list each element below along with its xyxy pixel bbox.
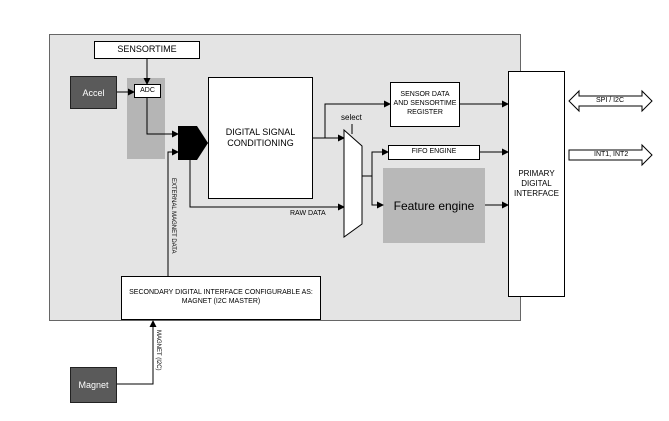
external-magnet-data-label: EXTERNAL MAGNET DATA [170, 178, 176, 254]
spi-i2c-label: SPI / I2C [596, 97, 625, 104]
int-label: INT1, INT2 [594, 151, 629, 158]
mux-to-feature-wire [371, 176, 384, 209]
raw-data-wire [189, 160, 345, 211]
sensortime-box: SENSORTIME [94, 41, 200, 59]
feature-engine-block: Feature engine [383, 168, 485, 243]
magnet-label: Magnet [78, 380, 109, 390]
pdi-label-1: PRIMARY [518, 169, 555, 178]
external-magnet-to-mux-wire [167, 148, 179, 276]
dsc-to-register-wire [324, 100, 391, 138]
magnet-to-secondary-wire [117, 320, 157, 385]
fifo-engine-box: FIFO ENGINE [388, 145, 480, 160]
adc-label: ADC [140, 86, 155, 94]
pdi-label-2: DIGITAL [521, 179, 552, 188]
spi-i2c-arrow [568, 89, 653, 113]
secondary-digital-interface-box: SECONDARY DIGITAL INTERFACE CONFIGURABLE… [121, 276, 321, 320]
input-mux-shape [178, 126, 208, 160]
sensor-data-label-2: AND SENSORTIME [393, 100, 457, 108]
magnet-i2c-label: MAGNET (I2C) [155, 330, 161, 371]
sensor-data-label-3: REGISTER [407, 108, 443, 116]
secondary-label-2: MAGNET (I2C MASTER) [181, 298, 261, 305]
accel-label: Accel [82, 87, 105, 98]
dsc-label-2: CONDITIONING [227, 138, 294, 148]
sensor-data-register-box: SENSOR DATA AND SENSORTIME REGISTER [390, 82, 460, 127]
adc-to-mux-wire [146, 98, 179, 138]
select-mux-shape [343, 128, 363, 238]
mux-to-fifo-wire [362, 148, 389, 177]
sensortime-label: SENSORTIME [117, 44, 177, 55]
fifo-engine-label: FIFO ENGINE [411, 148, 457, 156]
sensor-data-label-1: SENSOR DATA [400, 91, 450, 99]
raw-data-label: RAW DATA [290, 210, 326, 217]
magnet-block: Magnet [70, 367, 117, 403]
dsc-box: DIGITAL SIGNAL CONDITIONING [208, 77, 313, 199]
int-arrow [568, 143, 653, 167]
primary-digital-interface-box: PRIMARY DIGITAL INTERFACE [508, 71, 565, 297]
select-label: select [341, 113, 362, 122]
secondary-label-1: SECONDARY DIGITAL INTERFACE CONFIGURABLE… [129, 289, 313, 297]
adc-box: ADC [134, 84, 161, 98]
dsc-label-1: DIGITAL SIGNAL [225, 126, 296, 137]
accel-block: Accel [70, 76, 117, 109]
pdi-label-3: INTERFACE [514, 189, 559, 198]
feature-engine-label: Feature engine [393, 198, 475, 213]
